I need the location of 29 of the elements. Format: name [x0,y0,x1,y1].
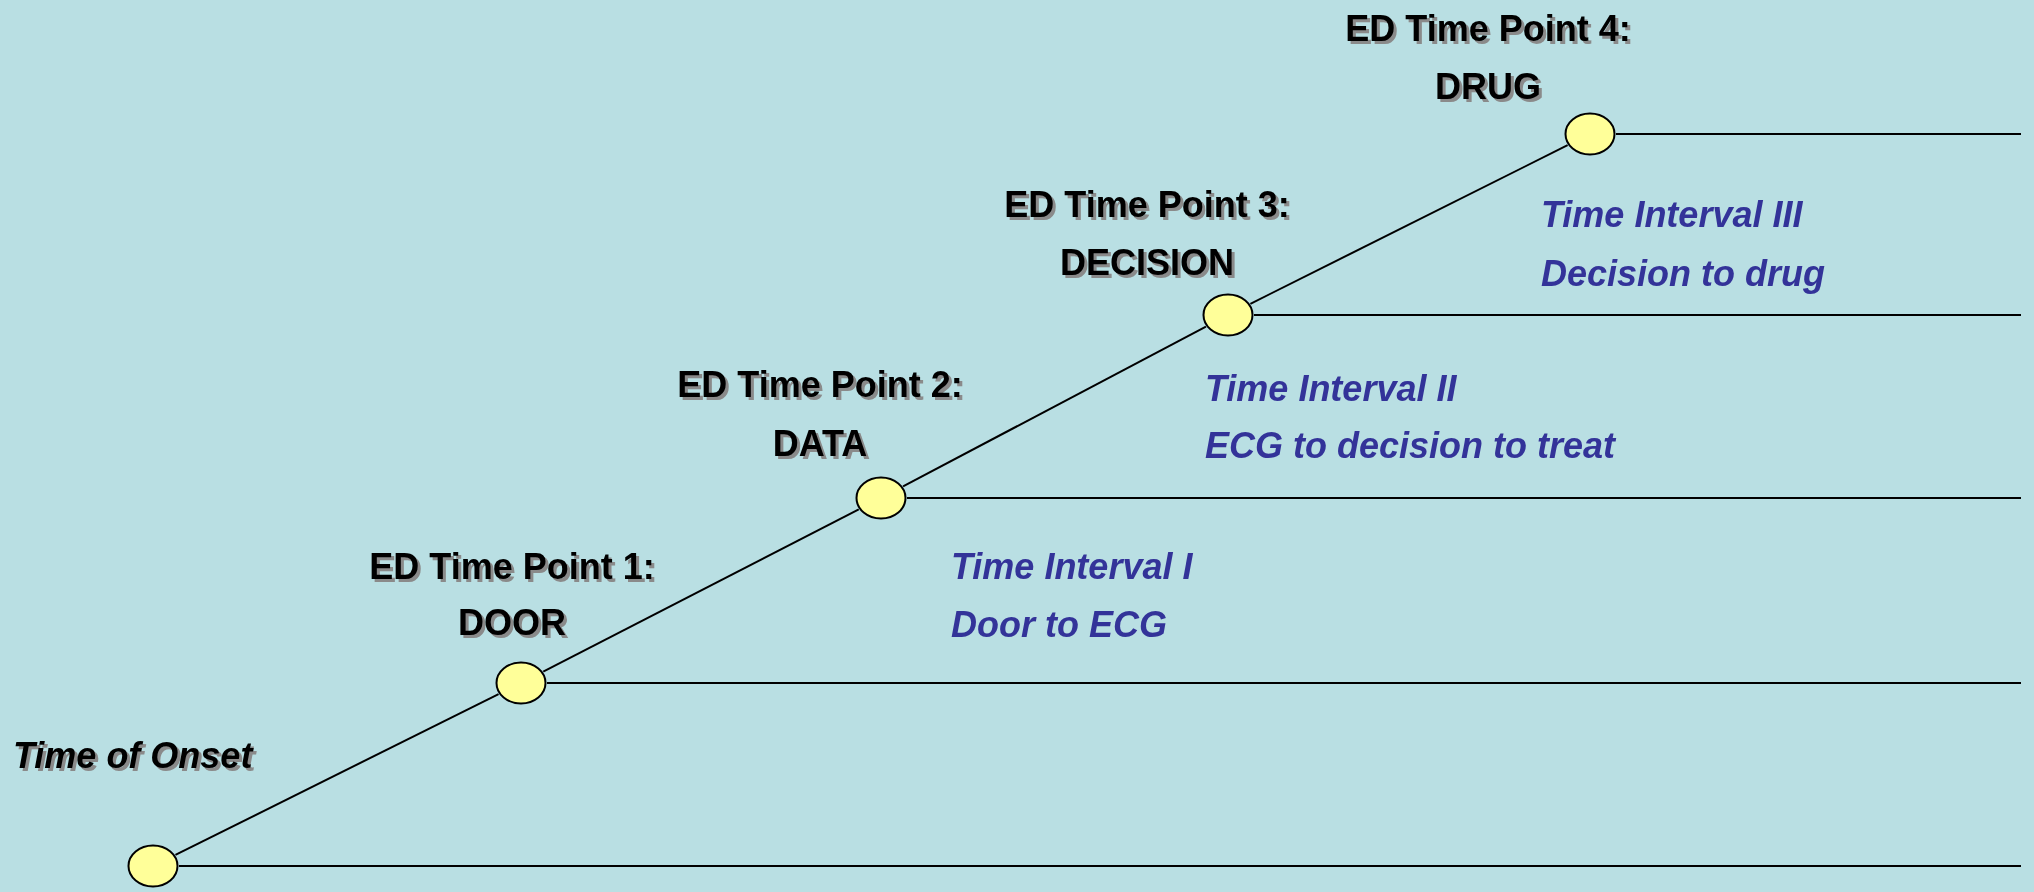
time-point-marker [1202,293,1254,337]
connector-line [902,325,1207,488]
connector-line [174,693,500,856]
timeline-line [1615,133,2022,135]
time-point-name: DOOR [458,605,566,641]
time-point-label: ED Time Point 1: [369,549,655,585]
timeline-line [1253,314,2022,316]
interval-description: Door to ECG [951,607,1167,643]
time-point-name: DECISION [1060,245,1234,281]
time-point-marker [495,661,547,705]
timeline-line [178,865,2022,867]
time-point-label: ED Time Point 2: [677,367,963,403]
time-point-label: ED Time Point 3: [1004,187,1290,223]
time-point-marker [855,476,907,520]
time-point-name: DRUG [1435,69,1541,105]
time-point-name: DATA [772,426,868,462]
interval-title: Time Interval I [951,549,1193,585]
connector-line [1249,144,1569,305]
time-point-marker [127,844,179,888]
timeline-line [546,682,2022,684]
timeline-line [906,497,2022,499]
time-point-marker [1564,112,1616,156]
time-point-label: Time of Onset [13,738,253,774]
connector-line [542,508,860,673]
interval-title: Time Interval II [1205,371,1457,407]
interval-title: Time Interval III [1541,197,1803,233]
interval-description: Decision to drug [1541,256,1825,292]
time-point-label: ED Time Point 4: [1345,11,1631,47]
interval-description: ECG to decision to treat [1205,428,1616,464]
